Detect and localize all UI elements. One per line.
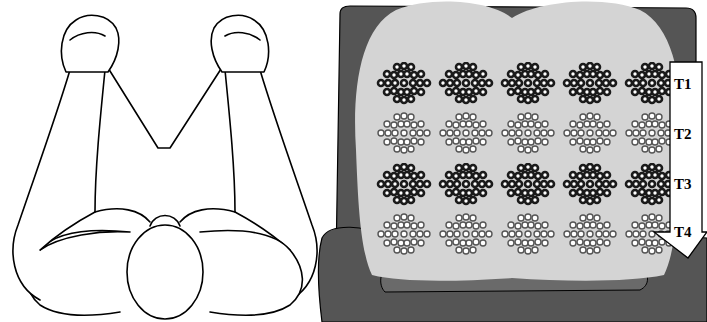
left-fingers	[70, 33, 105, 40]
actuator-grid	[378, 63, 678, 254]
left-forearm	[13, 70, 105, 300]
head	[127, 225, 203, 319]
chest-outline	[100, 55, 230, 148]
right-fingers	[225, 33, 260, 40]
seat	[318, 2, 707, 322]
zone-label: T1	[674, 76, 692, 92]
left-hand	[61, 15, 118, 72]
right-upper-arm	[200, 231, 302, 315]
sequence-arrow	[654, 62, 707, 258]
nose	[150, 216, 180, 227]
back-contact-area	[355, 2, 682, 281]
zone-label: T2	[674, 126, 692, 142]
zone-label: T3	[674, 176, 692, 192]
person-top-view	[13, 15, 317, 319]
right-hand	[211, 15, 268, 72]
zone-label: T4	[674, 224, 692, 240]
